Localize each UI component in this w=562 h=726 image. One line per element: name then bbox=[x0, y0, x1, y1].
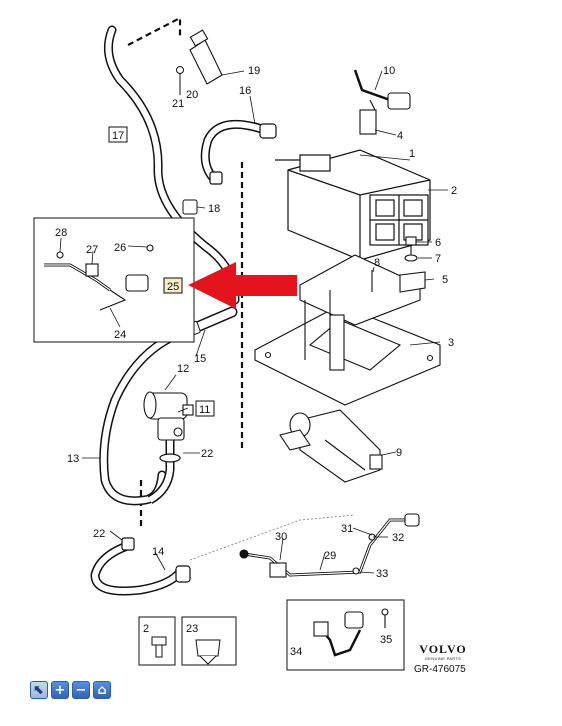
callout-10: 10 bbox=[383, 65, 395, 77]
callout-17-boxed: 17 bbox=[112, 130, 124, 142]
zoom-in-button[interactable]: + bbox=[51, 681, 69, 699]
filter-9 bbox=[279, 409, 383, 483]
callout-7: 7 bbox=[435, 253, 441, 265]
callout-1: 1 bbox=[409, 148, 415, 160]
callout-34: 34 bbox=[290, 646, 302, 658]
part-10 bbox=[353, 69, 411, 135]
inset-components bbox=[44, 244, 154, 311]
bolt-6 bbox=[405, 236, 417, 246]
callout-13: 13 bbox=[67, 453, 79, 465]
callout-19: 19 bbox=[248, 65, 260, 77]
canister-1 bbox=[275, 149, 431, 261]
callout-29: 29 bbox=[324, 550, 336, 562]
part-19 bbox=[189, 29, 223, 85]
callout-28: 28 bbox=[55, 227, 67, 239]
brand-name: VOLVO bbox=[419, 642, 467, 656]
callout-15: 15 bbox=[194, 353, 206, 365]
valve-12 bbox=[143, 391, 194, 441]
lower-pipes-29-33 bbox=[239, 513, 420, 578]
legend-label-2: 2 bbox=[143, 623, 149, 635]
callout-27: 27 bbox=[86, 244, 98, 256]
callout-12: 12 bbox=[177, 363, 189, 375]
callout-8: 8 bbox=[374, 257, 380, 269]
home-button[interactable]: ⌂ bbox=[93, 681, 111, 699]
callout-35: 35 bbox=[380, 634, 392, 646]
callout-26: 26 bbox=[114, 242, 126, 254]
viewer-toolbar: ⬉ + − ⌂ bbox=[30, 681, 111, 699]
red-arrow bbox=[188, 262, 297, 309]
zoom-out-button[interactable]: − bbox=[72, 681, 90, 699]
diagram-reference: GR-476075 bbox=[414, 664, 466, 675]
callout-25-boxed[interactable]: 25 bbox=[167, 281, 179, 293]
clip-18 bbox=[182, 199, 198, 215]
brand-subtitle: GENUINE PARTS bbox=[424, 656, 462, 661]
callout-31: 31 bbox=[341, 523, 353, 535]
callout-4: 4 bbox=[397, 130, 403, 142]
callout-2: 2 bbox=[451, 185, 457, 197]
callout-22-lower: 22 bbox=[93, 528, 105, 540]
callout-20: 20 bbox=[186, 89, 198, 101]
callout-11-boxed: 11 bbox=[199, 404, 210, 416]
callout-21: 21 bbox=[172, 98, 184, 110]
legend-label-23: 23 bbox=[186, 623, 198, 635]
callout-32: 32 bbox=[392, 532, 404, 544]
washer-7 bbox=[404, 254, 418, 262]
callout-30: 30 bbox=[275, 531, 287, 543]
callout-3: 3 bbox=[448, 337, 454, 349]
bracket-3 bbox=[254, 254, 441, 406]
connector-line bbox=[189, 514, 356, 561]
callout-33: 33 bbox=[376, 568, 388, 580]
pointer-tool-button[interactable]: ⬉ bbox=[30, 681, 48, 699]
callout-6: 6 bbox=[435, 237, 441, 249]
callout-16: 16 bbox=[239, 85, 251, 97]
callout-24: 24 bbox=[114, 329, 126, 341]
callout-22-upper: 22 bbox=[201, 448, 213, 460]
callout-9: 9 bbox=[396, 447, 402, 459]
bracket-5 bbox=[399, 271, 426, 293]
volvo-logo: VOLVO GENUINE PARTS bbox=[413, 642, 473, 661]
callout-5: 5 bbox=[442, 274, 448, 286]
leader-lines bbox=[59, 70, 448, 574]
callout-18: 18 bbox=[208, 203, 220, 215]
callout-14: 14 bbox=[152, 546, 164, 558]
